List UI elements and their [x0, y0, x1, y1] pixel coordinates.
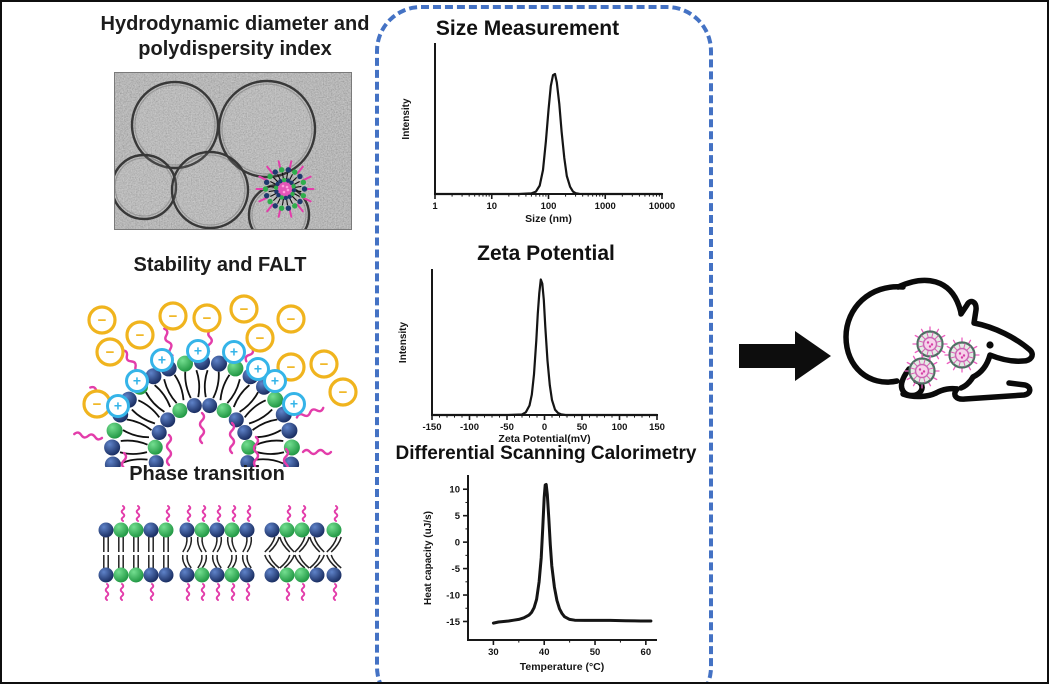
svg-text:−: − — [98, 312, 107, 329]
section-title-hydrodynamic: Hydrodynamic diameter and polydispersity… — [100, 13, 370, 60]
section-title-stability: Stability and FALT — [133, 254, 307, 276]
mouse-eye — [986, 341, 994, 349]
svg-text:+: + — [133, 373, 141, 389]
svg-text:Heat capacity (uJ/s): Heat capacity (uJ/s) — [423, 511, 434, 605]
svg-text:−: − — [106, 344, 115, 361]
svg-text:Zeta Potential(mV): Zeta Potential(mV) — [498, 433, 590, 444]
svg-text:−: − — [320, 356, 329, 373]
svg-text:−: − — [339, 384, 348, 401]
svg-text:5: 5 — [455, 511, 461, 522]
svg-text:Intensity: Intensity — [401, 98, 412, 140]
svg-text:Size (nm): Size (nm) — [525, 213, 572, 225]
svg-text:30: 30 — [488, 647, 499, 658]
right-arrow-icon — [739, 331, 831, 381]
mouse-front-leg — [958, 374, 976, 391]
mouse-icon — [843, 277, 1035, 402]
svg-text:+: + — [230, 344, 238, 360]
mouse-tail — [843, 284, 906, 385]
svg-text:+: + — [254, 361, 262, 377]
svg-text:50: 50 — [577, 422, 588, 433]
svg-text:−: − — [287, 311, 296, 328]
svg-text:-10: -10 — [446, 590, 460, 601]
svg-text:−: − — [169, 308, 178, 325]
lipid-bilayer-phase-illustration — [98, 505, 342, 601]
svg-text:+: + — [158, 352, 166, 368]
svg-text:−: − — [240, 301, 249, 318]
svg-text:-15: -15 — [446, 617, 460, 628]
chart-title-dsc: Differential Scanning Calorimetry — [395, 443, 697, 464]
svg-text:50: 50 — [590, 647, 601, 658]
mouse-body — [895, 277, 1035, 380]
svg-text:−: − — [203, 310, 212, 327]
svg-text:Intensity: Intensity — [398, 322, 409, 364]
svg-text:100: 100 — [541, 201, 557, 212]
svg-text:-5: -5 — [452, 564, 461, 575]
characterization-panel-border — [375, 5, 713, 682]
svg-text:+: + — [194, 343, 202, 359]
svg-text:Temperature (°C): Temperature (°C) — [520, 661, 605, 673]
svg-text:100: 100 — [612, 422, 628, 433]
section-title-phase: Phase transition — [129, 463, 285, 485]
liposome-cluster-icon — [904, 326, 980, 389]
svg-text:10: 10 — [486, 201, 497, 212]
svg-text:150: 150 — [649, 422, 665, 433]
svg-text:−: − — [93, 396, 102, 413]
svg-text:10: 10 — [449, 485, 460, 496]
svg-text:-50: -50 — [500, 422, 514, 433]
svg-text:+: + — [290, 396, 298, 412]
svg-text:+: + — [271, 373, 279, 389]
svg-text:40: 40 — [539, 647, 550, 658]
liposome-surface-charge-illustration: −−−−−−−−−−−−++++++++ — [73, 294, 358, 467]
chart-title-size-measurement: Size Measurement — [435, 17, 620, 40]
svg-text:+: + — [114, 398, 122, 414]
svg-text:0: 0 — [542, 422, 547, 433]
svg-text:60: 60 — [641, 647, 652, 658]
svg-text:0: 0 — [455, 538, 460, 549]
svg-text:−: − — [136, 327, 145, 344]
svg-text:1: 1 — [432, 201, 438, 212]
svg-text:-100: -100 — [460, 422, 479, 433]
svg-text:1000: 1000 — [595, 201, 616, 212]
cryo-tem-micrograph-image — [114, 72, 352, 230]
svg-text:−: − — [256, 330, 265, 347]
svg-text:−: − — [287, 359, 296, 376]
mouse-front-foot — [952, 380, 1033, 402]
chart-title-zeta-potential: Zeta Potential — [477, 242, 615, 265]
svg-text:10000: 10000 — [649, 201, 675, 212]
svg-text:-150: -150 — [422, 422, 441, 433]
